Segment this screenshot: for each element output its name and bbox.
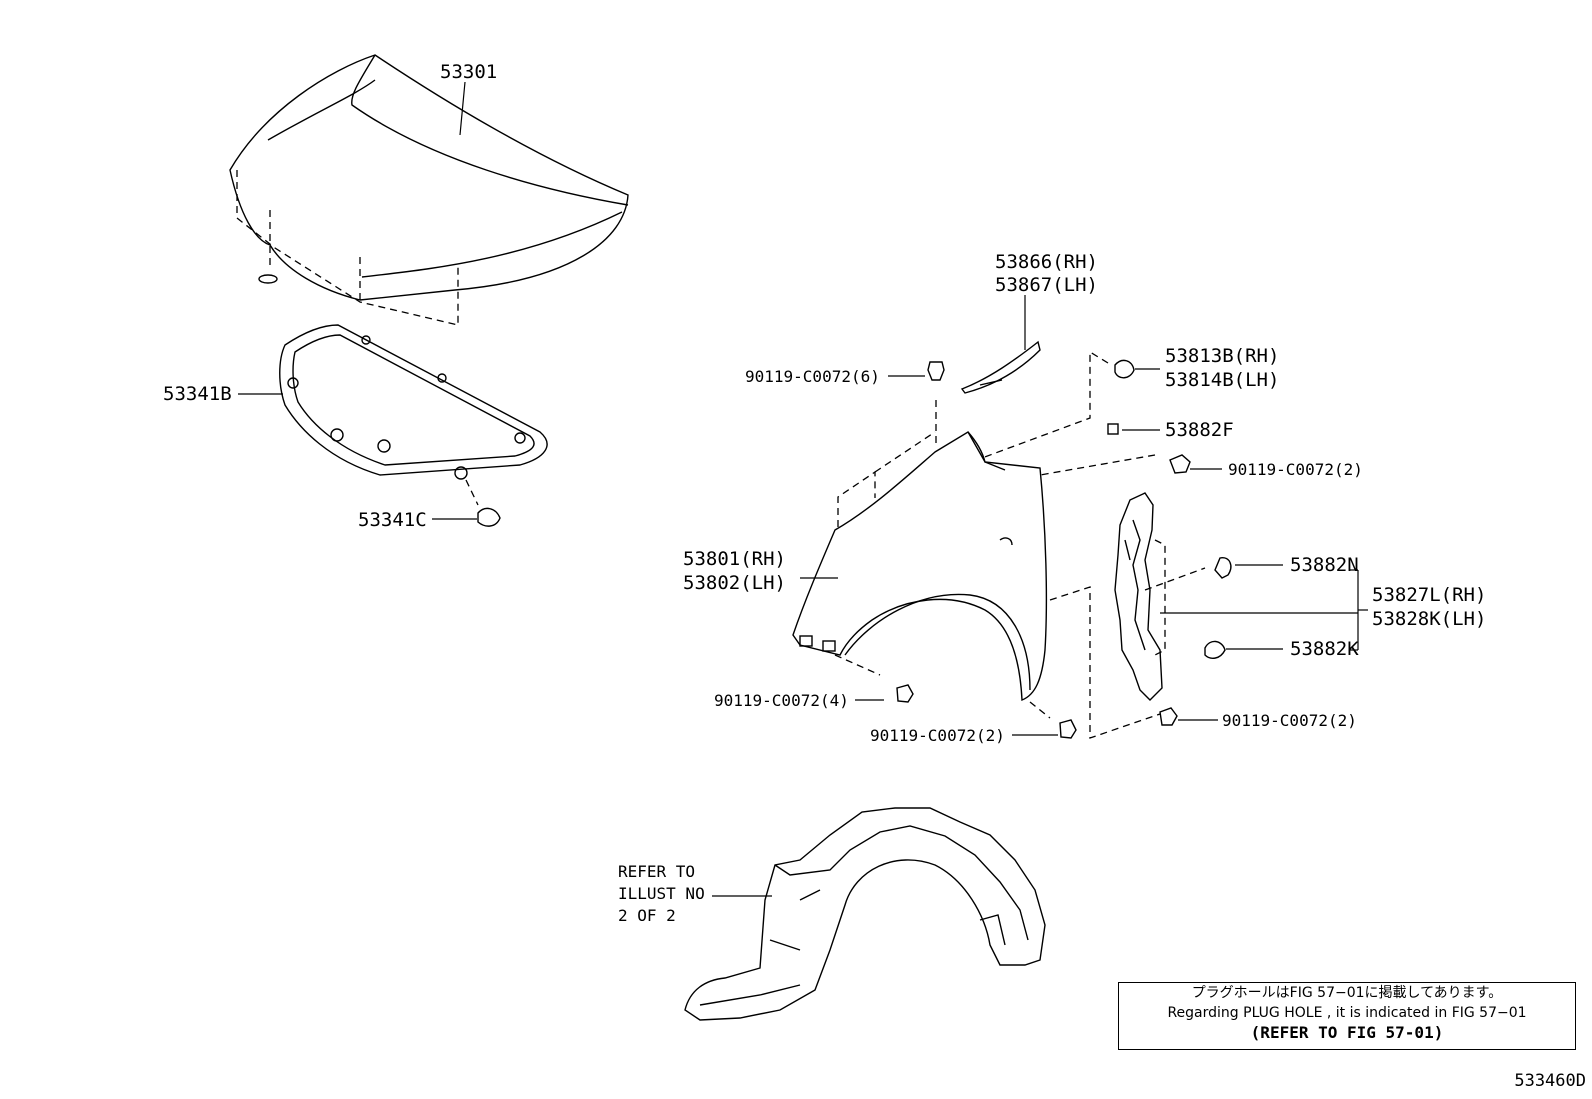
plug-hole-note: プラグホールはFIG 57−01に掲載してあります。 Regarding PLU… — [1118, 982, 1576, 1050]
bolt2u-dashed-guide — [1039, 454, 1156, 476]
cushion-dashed-guide — [981, 350, 1109, 459]
fender-liner[interactable] — [684, 807, 1046, 1021]
clip-dashed-guide — [465, 479, 479, 506]
hood-leader — [459, 81, 466, 136]
figure-number: 533460D — [1514, 1071, 1586, 1091]
bolt-90119-2-right[interactable] — [1150, 707, 1178, 726]
bolt6-label[interactable]: 90119-C0072(6) — [745, 367, 880, 386]
cushion-label-lh[interactable]: 53814B(LH) — [1165, 369, 1279, 391]
insulator-label[interactable]: 53341B — [163, 383, 232, 405]
fender-label-rh[interactable]: 53801(RH) — [683, 548, 786, 570]
bolt-90119-2-upper[interactable] — [1158, 454, 1191, 474]
fender-dashed-guide-5 — [1029, 701, 1051, 719]
nut-53882f[interactable] — [1107, 423, 1119, 435]
fender-dashed-guide-2 — [874, 431, 936, 473]
hood-panel[interactable] — [229, 54, 629, 301]
hood-cushion[interactable] — [1114, 359, 1135, 379]
refer-line2[interactable]: ILLUST NO — [618, 884, 705, 903]
hood-dashed-guide — [236, 170, 459, 326]
clipn-label[interactable]: 53882N — [1290, 554, 1359, 576]
bolt4-label[interactable]: 90119-C0072(4) — [714, 691, 849, 710]
bracket-dashed-guide-2 — [1144, 567, 1206, 591]
bolt-90119-6[interactable] — [927, 361, 945, 396]
bolt2r-label[interactable]: 90119-C0072(2) — [1222, 711, 1357, 730]
nut-label[interactable]: 53882F — [1165, 419, 1234, 441]
fender-label-lh[interactable]: 53802(LH) — [683, 572, 786, 594]
bolt2l-label[interactable]: 90119-C0072(2) — [870, 726, 1005, 745]
hood-insulator[interactable] — [279, 324, 548, 480]
clip-53882k[interactable] — [1204, 640, 1226, 659]
bolt-90119-4[interactable] — [884, 684, 914, 703]
bolt-90119-2-lower[interactable] — [1048, 719, 1077, 739]
fender-dashed-guide-3 — [1049, 586, 1161, 739]
cushion-label-rh[interactable]: 53813B(RH) — [1165, 345, 1279, 367]
seal-label-lh[interactable]: 53867(LH) — [995, 274, 1098, 296]
bracket-label-lh[interactable]: 53828K(LH) — [1372, 608, 1486, 630]
fender-bracket[interactable] — [1114, 492, 1163, 701]
bolt2u-label[interactable]: 90119-C0072(2) — [1228, 460, 1363, 479]
clip-53882n[interactable] — [1214, 557, 1232, 579]
clip-label[interactable]: 53341C — [358, 509, 427, 531]
hood-label[interactable]: 53301 — [440, 61, 497, 83]
bracket-dashed-guide-1 — [1154, 539, 1166, 656]
refer-line1[interactable]: REFER TO — [618, 862, 695, 881]
note-line-en: Regarding PLUG HOLE , it is indicated in… — [1167, 1005, 1527, 1021]
clipk-label[interactable]: 53882K — [1290, 638, 1359, 660]
bracket-label-rh[interactable]: 53827L(RH) — [1372, 584, 1486, 606]
insulator-clip[interactable] — [477, 507, 501, 527]
front-fender[interactable] — [792, 431, 1048, 702]
refer-line3[interactable]: 2 OF 2 — [618, 906, 676, 925]
note-line-ref[interactable]: (REFER TO FIG 57-01) — [1250, 1023, 1444, 1042]
seal-label-rh[interactable]: 53866(RH) — [995, 251, 1098, 273]
fender-seal[interactable] — [960, 340, 1041, 394]
fender-dashed-guide-1 — [837, 470, 876, 527]
note-line-jp: プラグホールはFIG 57−01に掲載してあります。 — [1191, 985, 1503, 1001]
fender-dashed-guide-4 — [834, 654, 881, 676]
